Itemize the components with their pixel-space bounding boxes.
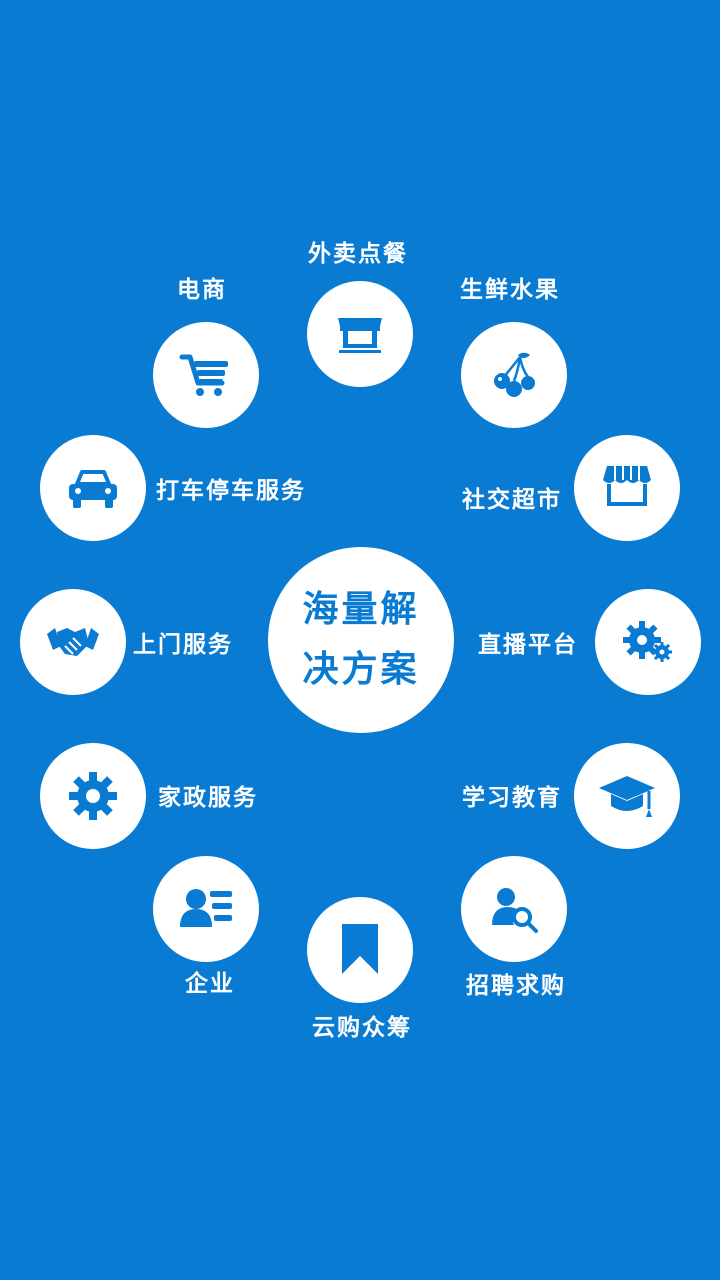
home-service-label: 上门服务 [133, 632, 233, 658]
social-market-label: 社交超市 [462, 487, 562, 513]
taxi-parking-label: 打车停车服务 [156, 478, 306, 504]
education-button[interactable] [574, 743, 680, 849]
housekeeping-label: 家政服务 [158, 785, 258, 811]
enterprise-button[interactable] [153, 856, 259, 962]
housekeeping-button[interactable] [40, 743, 146, 849]
handshake-icon [47, 628, 99, 656]
storefront-icon [338, 318, 382, 353]
crowdfunding-button[interactable] [307, 897, 413, 1003]
center-title-line1: 海量解 [302, 589, 420, 630]
center-circle: 海量解 决方案 [268, 547, 454, 733]
user-search-icon [492, 888, 538, 933]
shop-awning-icon [603, 466, 651, 506]
contact-card-icon [180, 889, 232, 927]
gears-icon [623, 621, 672, 662]
education-label: 学习教育 [462, 785, 562, 811]
taxi-parking-button[interactable] [40, 435, 146, 541]
shopping-cart-icon [179, 354, 228, 396]
home-service-button[interactable] [20, 589, 126, 695]
car-icon [69, 470, 117, 508]
enterprise-label: 企业 [185, 971, 235, 997]
graduation-cap-icon [599, 776, 655, 817]
recruitment-label: 招聘求购 [466, 973, 566, 999]
takeout-button[interactable] [307, 281, 413, 387]
social-market-button[interactable] [574, 435, 680, 541]
ecommerce-label: 电商 [177, 277, 227, 303]
live-platform-label: 直播平台 [478, 632, 578, 658]
cherry-icon [494, 352, 535, 397]
gear-icon [69, 772, 117, 820]
crowdfunding-label: 云购众筹 [312, 1015, 412, 1041]
bookmark-icon [342, 924, 378, 974]
fresh-fruit-label: 生鲜水果 [460, 277, 560, 303]
takeout-label: 外卖点餐 [308, 241, 408, 267]
live-platform-button[interactable] [595, 589, 701, 695]
recruitment-button[interactable] [461, 856, 567, 962]
fresh-fruit-button[interactable] [461, 322, 567, 428]
center-title-line2: 决方案 [302, 649, 420, 690]
ecommerce-button[interactable] [153, 322, 259, 428]
